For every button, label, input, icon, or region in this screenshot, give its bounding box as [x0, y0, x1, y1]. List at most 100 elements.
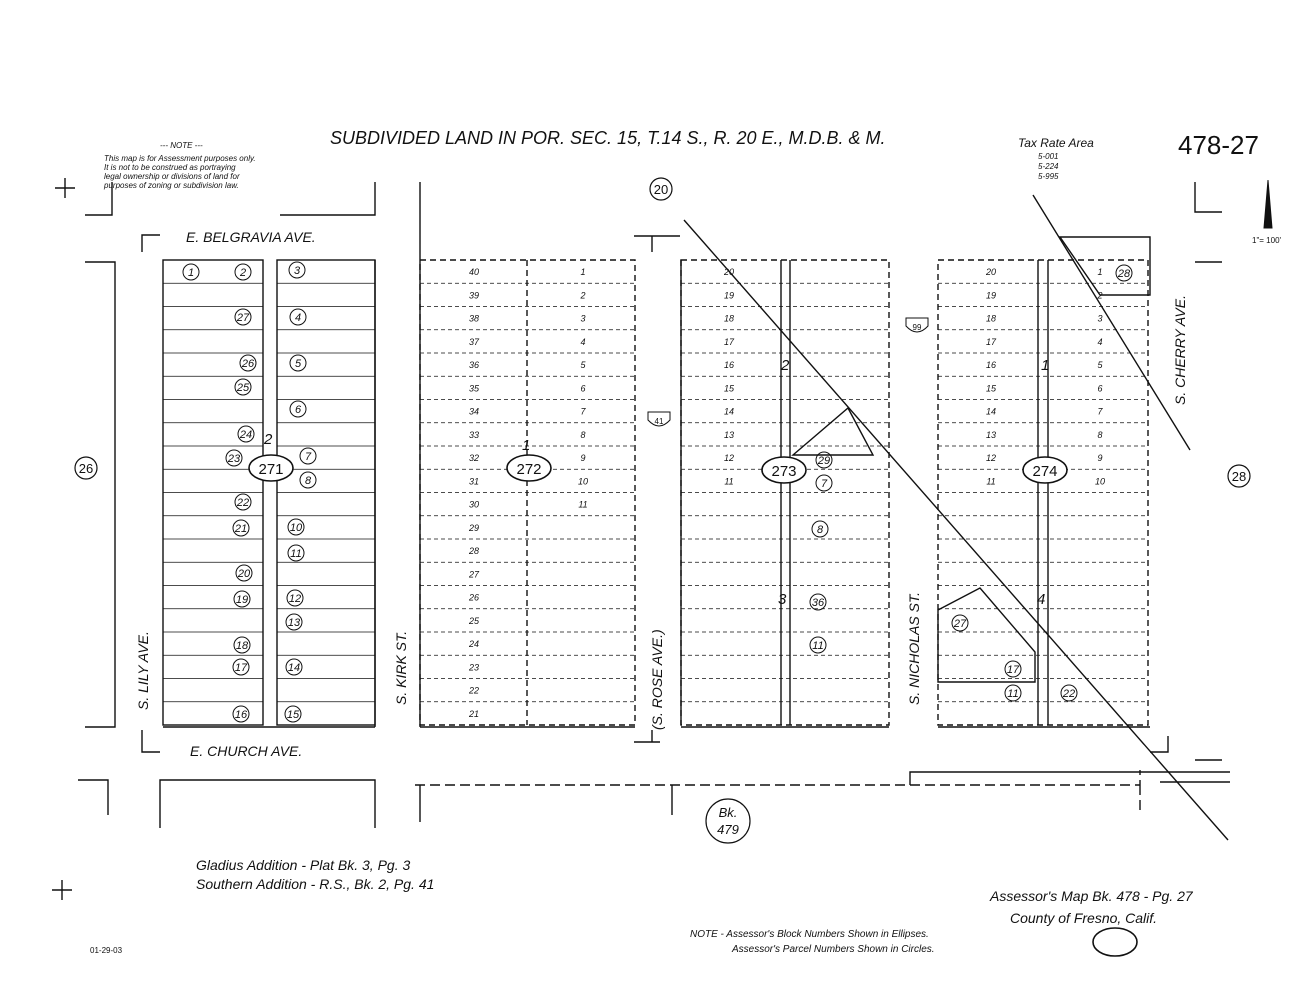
lot-number: 19	[986, 290, 996, 300]
parcel-circle	[1115, 264, 1133, 282]
lot-number: 9	[580, 453, 585, 463]
parcel-circle	[815, 451, 833, 469]
lot-number: 3	[580, 314, 585, 324]
parcel-number: 17	[1007, 664, 1020, 676]
scale-label: 1"= 100'	[1252, 236, 1282, 245]
parcel-number: 15	[287, 709, 300, 721]
parcel-number: 29	[817, 455, 830, 467]
lot-number: 11	[724, 476, 733, 486]
parcel-number: 1	[188, 267, 194, 279]
tract-number: 2	[780, 357, 790, 374]
parcel-number: 22	[236, 497, 249, 509]
lot-number: 33	[469, 430, 479, 440]
lot-number: 9	[1097, 453, 1102, 463]
lot-number: 15	[986, 383, 997, 393]
parcel-number: 11	[1007, 688, 1018, 700]
parcel-number: 27	[953, 618, 967, 630]
parcel-number: 16	[235, 709, 248, 721]
parcel-circle	[815, 474, 833, 492]
block-label-273: 273	[771, 463, 796, 480]
tract-number: 4	[1037, 591, 1045, 608]
parcel-circle	[289, 354, 307, 372]
lot-number: 5	[580, 360, 586, 370]
parcel-circle	[234, 493, 252, 511]
parcel-circle	[284, 705, 302, 723]
legend-note-1: NOTE - Assessor's Block Numbers Shown in…	[690, 929, 929, 940]
parcel-circle	[1004, 684, 1022, 702]
parcel-circle	[809, 636, 827, 654]
street-nicholas: S. NICHOLAS ST.	[906, 592, 922, 705]
block-label-274: 274	[1032, 463, 1057, 480]
parcel-number: 7	[305, 451, 312, 463]
block-ellipse-271	[248, 454, 294, 482]
assessor-line-1: Assessor's Map Bk. 478 - Pg. 27	[990, 888, 1193, 904]
north-arrow-icon	[1263, 179, 1273, 229]
parcel-circle	[289, 400, 307, 418]
parcel-number: 13	[288, 617, 301, 629]
parcel-number: 2	[239, 267, 246, 279]
parcel-number: 11	[812, 640, 823, 652]
lot-number: 23	[468, 662, 479, 672]
parcel-circle	[811, 520, 829, 538]
lot-number: 11	[986, 476, 995, 486]
parcel-circle	[285, 613, 303, 631]
lot-number: 16	[986, 360, 996, 370]
shield-label: 41	[655, 417, 664, 426]
parcel-number: 18	[236, 640, 249, 652]
tract-number: 1	[522, 437, 530, 454]
parcel-number: 24	[239, 429, 252, 441]
block-label-271: 271	[258, 461, 283, 478]
parcel-circle	[233, 590, 251, 608]
note-line: legal ownership or divisions of land for	[104, 172, 240, 181]
tax-rate-code: 5-995	[1038, 172, 1059, 181]
adjacent-page-26: 26	[79, 461, 93, 476]
lot-number: 18	[724, 314, 734, 324]
assessor-line-2: County of Fresno, Calif.	[1010, 910, 1158, 926]
parcel-circle	[234, 308, 252, 326]
parcel-number: 10	[290, 522, 303, 534]
lot-number: 12	[986, 453, 996, 463]
parcel-number: 23	[227, 453, 241, 465]
lot-number: 18	[986, 314, 996, 324]
parcel-circle	[1060, 684, 1078, 702]
parcel-circle	[299, 447, 317, 465]
tax-rate-area-label: Tax Rate Area	[1018, 136, 1094, 150]
parcel-circle	[239, 354, 257, 372]
street-belgravia: E. BELGRAVIA AVE.	[186, 229, 316, 245]
lot-number: 3	[1097, 314, 1102, 324]
lot-number: 36	[469, 360, 479, 370]
lot-number: 14	[986, 407, 996, 417]
lot-number: 6	[580, 383, 585, 393]
tract-number: 1	[1041, 357, 1049, 374]
lot-number: 8	[580, 430, 585, 440]
tax-rate-code: 5-001	[1038, 152, 1059, 161]
legend-note-2: Assessor's Parcel Numbers Shown in Circl…	[732, 944, 935, 955]
lot-number: 37	[469, 337, 480, 347]
lot-number: 15	[724, 383, 735, 393]
parcel-circle	[225, 449, 243, 467]
map-title: SUBDIVIDED LAND IN POR. SEC. 15, T.14 S.…	[330, 128, 886, 148]
lot-number: 22	[468, 686, 479, 696]
lot-number: 6	[1097, 383, 1102, 393]
lot-number: 27	[468, 569, 480, 579]
registration-mark-top	[55, 178, 75, 198]
lot-number: 30	[469, 500, 479, 510]
parcel-circle	[286, 589, 304, 607]
parcel-number: 36	[812, 597, 825, 609]
lot-number: 21	[468, 709, 479, 719]
street-lily: S. LILY AVE.	[135, 631, 151, 710]
tract-number: 3	[778, 591, 787, 608]
parcel-number: 12	[289, 593, 301, 605]
parcel-number: 20	[237, 568, 251, 580]
lot-number: 24	[468, 639, 479, 649]
lot-number: 40	[469, 267, 479, 277]
parcel-number: 8	[817, 524, 824, 536]
lot-number: 13	[986, 430, 996, 440]
parcel-circle	[234, 263, 252, 281]
parcel-circle	[234, 378, 252, 396]
parcel-circle	[232, 705, 250, 723]
lot-number: 5	[1097, 360, 1103, 370]
lot-number: 16	[724, 360, 734, 370]
note-line: purposes of zoning or subdivision law.	[104, 181, 239, 190]
